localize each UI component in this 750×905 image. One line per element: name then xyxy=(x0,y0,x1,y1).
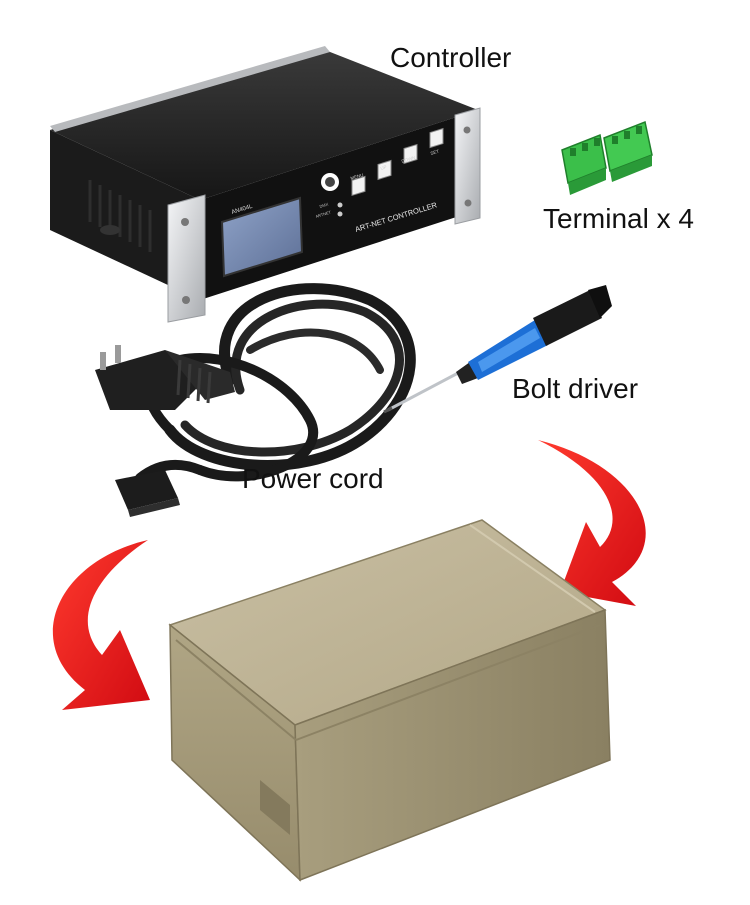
device-led-label-artnet: ARTNET xyxy=(315,209,332,219)
bolt-driver-label: Bolt driver xyxy=(512,373,639,404)
cardboard-box xyxy=(168,519,611,882)
bolt-driver xyxy=(383,285,612,414)
device-led-label-dmx: DMX xyxy=(319,201,329,208)
left-red-arrow xyxy=(52,540,150,710)
device-button-label-up: UP xyxy=(380,164,387,171)
power-cord-label: Power cord xyxy=(242,463,384,494)
right-red-arrow xyxy=(538,440,646,606)
device-button-label-menu: MENU xyxy=(350,172,364,181)
iec-connector xyxy=(115,470,180,517)
controller-device: AN404L ART-NET CONTROLLER MENU UP DOWN S… xyxy=(50,46,481,323)
terminal-blocks xyxy=(561,120,653,195)
power-plug xyxy=(95,345,235,410)
controller-label: Controller xyxy=(390,42,512,73)
device-button-label-set: SET xyxy=(430,149,440,156)
device-button-label-down: DOWN xyxy=(401,155,416,164)
terminal-label: Terminal x 4 xyxy=(543,203,694,234)
